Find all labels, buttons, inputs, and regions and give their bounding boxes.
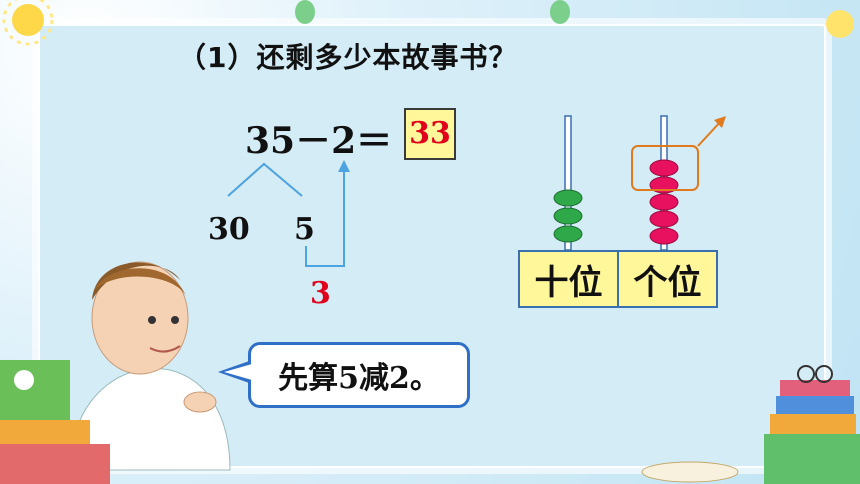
sun-icon (2, 0, 54, 46)
arrow-head-icon (714, 116, 726, 128)
speech-bubble: 先算5减2。 (248, 342, 470, 408)
removed-beads-highlight (631, 145, 699, 191)
plant-icon (295, 0, 570, 24)
books-right-illustration (641, 365, 860, 484)
books-left-illustration (0, 360, 110, 484)
abacus-ones-rod (649, 115, 679, 251)
boy-illustration (69, 261, 231, 471)
answer-box: 33 (404, 108, 456, 160)
compute-path (305, 168, 345, 267)
intermediate-result: 3 (310, 276, 331, 311)
split-ones: 5 (294, 212, 315, 247)
place-value-table: 十位 个位 (518, 250, 718, 308)
question-title: （1）还剩多少本故事书？ (178, 41, 518, 74)
up-arrow-icon (338, 160, 350, 172)
abacus-tens-rod (553, 115, 583, 251)
speech-bubble-tail-fill (224, 364, 252, 380)
equation: 35－2＝ (245, 120, 393, 162)
flower-icon (826, 10, 854, 38)
split-tens: 30 (208, 212, 250, 247)
split-lines (227, 162, 303, 197)
tens-place-label: 十位 (520, 252, 617, 306)
remove-arrow (697, 119, 723, 147)
ones-place-label: 个位 (617, 252, 716, 306)
